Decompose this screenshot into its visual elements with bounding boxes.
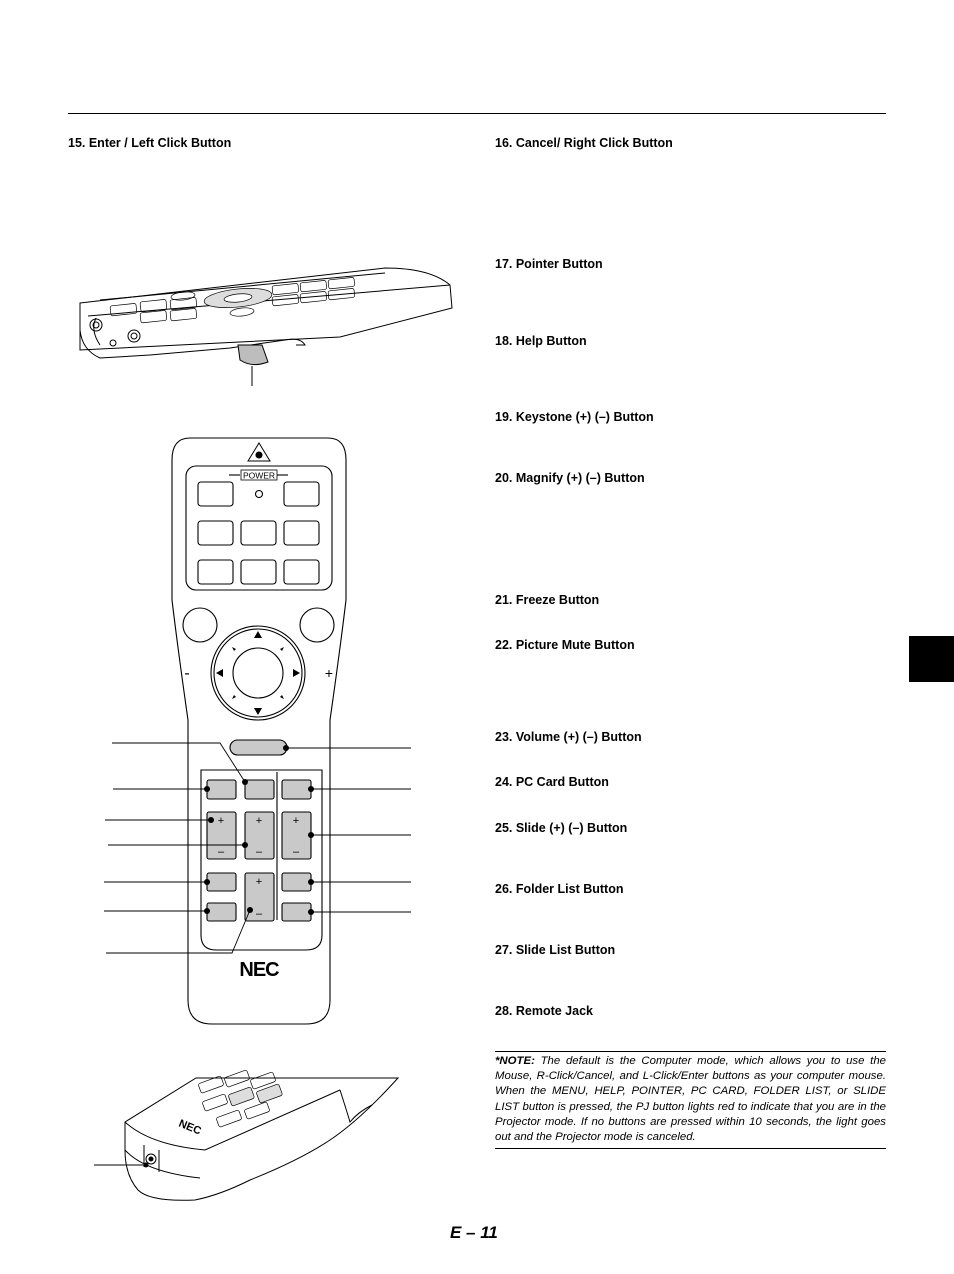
heading-volume: 23. Volume (+) (–) Button [495,730,642,744]
heading-freeze: 21. Freeze Button [495,593,600,607]
chapter-tab [909,636,954,682]
remote-perspective-bottom [94,1070,400,1201]
left-round-button [182,607,218,643]
heading-slide-list: 27. Slide List Button [495,943,616,957]
heading-magnify: 20. Magnify (+) (–) Button [495,471,645,485]
keypad-button [283,520,320,546]
svg-text:+: + [256,876,262,888]
svg-text:–: – [256,846,263,858]
remote-jack-icon [143,1145,160,1172]
folder-list-button [281,872,312,892]
heading-cancel-right-click: 16. Cancel/ Right Click Button [495,136,673,150]
direction-pad [210,625,306,721]
heading-remote-jack: 28. Remote Jack [495,1004,593,1018]
svg-text:+: + [293,815,299,827]
note-label: *NOTE: [495,1055,535,1067]
page-number: E – 11 [450,1223,498,1242]
keypad-button [197,481,234,507]
remote-perspective-top [79,267,453,386]
keypad-button [197,559,234,585]
heading-pointer: 17. Pointer Button [495,257,603,271]
keypad-button [283,481,320,507]
help-button [206,779,237,800]
note-text: The default is the Computer mode, which … [495,1055,886,1144]
heading-enter-left-click: 15. Enter / Left Click Button [68,136,232,150]
keypad-button [240,559,277,585]
minus-sign: - [184,665,189,682]
slide-list-button [281,902,312,922]
freeze-button [206,872,237,892]
plus-minus-marks: + – + – + – + – [218,815,300,920]
heading-slide: 25. Slide (+) (–) Button [495,821,628,835]
keypad-button [197,520,234,546]
heading-picture-mute: 22. Picture Mute Button [495,638,635,652]
laser-icon [247,442,271,462]
right-round-button [299,607,335,643]
keypad-button [283,559,320,585]
heading-folder-list: 26. Folder List Button [495,882,624,896]
svg-text:–: – [293,846,300,858]
picture-mute-button [206,902,237,922]
power-label-box [240,469,278,481]
keystone-button [206,811,237,860]
keypad-button [240,520,277,546]
nec-logo: NEC [239,959,279,981]
pc-card-button [281,779,312,800]
note-box: *NOTE: The default is the Computer mode,… [495,1051,886,1150]
heading-keystone: 19. Keystone (+) (–) Button [495,410,654,424]
svg-text:–: – [218,846,225,858]
magnify-button [244,811,275,860]
plus-sign: + [325,665,333,681]
pointer-button [229,739,288,756]
heading-pc-card: 24. PC Card Button [495,775,609,789]
top-rule [68,113,886,114]
heading-help: 18. Help Button [495,334,587,348]
remote-front [104,437,411,1025]
menu-button [244,779,275,800]
power-label: POWER [243,471,275,481]
svg-text:+: + [218,815,224,827]
svg-text:+: + [256,815,262,827]
svg-text:–: – [256,908,263,920]
